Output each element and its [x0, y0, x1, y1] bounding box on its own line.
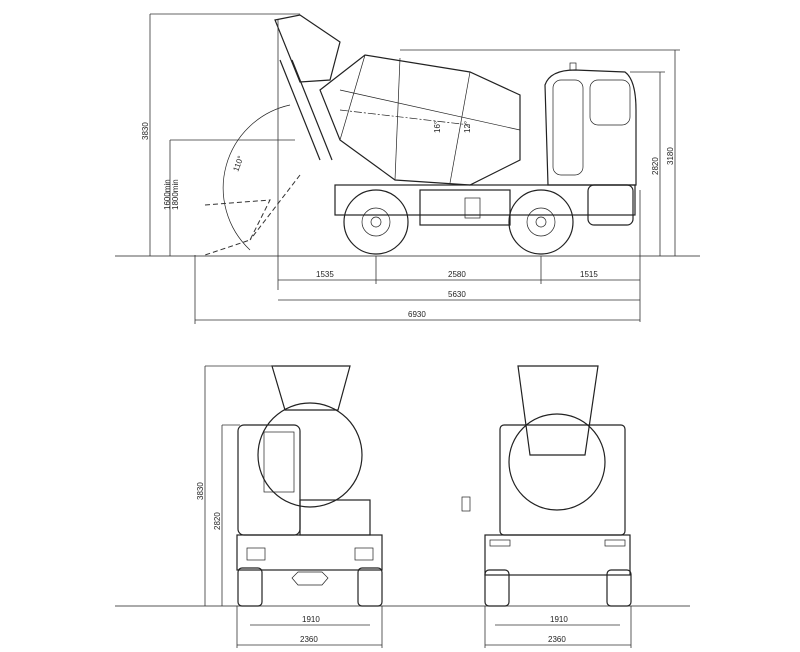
hopper-rear: [271, 365, 351, 411]
dim-3180: 3180: [666, 147, 675, 165]
dim-1515: 1515: [580, 270, 598, 279]
dim-6930: 6930: [408, 310, 426, 319]
dim-5630: 5630: [448, 290, 466, 299]
hopper-front: [517, 365, 599, 456]
dim-1535: 1535: [316, 270, 334, 279]
rear-view: 3830 2820 1910 2360: [196, 365, 383, 648]
hopper: [274, 14, 341, 83]
angle-110: 110°: [231, 155, 245, 173]
angle-12: 12°: [463, 121, 472, 133]
front-wheel: [508, 189, 574, 255]
drum-front: [508, 413, 606, 511]
angle-16: 16°: [433, 121, 442, 133]
dim-2820-side: 2820: [651, 157, 660, 175]
dim-3830-side: 3830: [141, 122, 150, 140]
dim-1800min: 1800min: [171, 179, 180, 210]
chute-lowered: [204, 199, 271, 256]
chassis-frame: [334, 184, 636, 216]
dim-1910-front: 1910: [550, 615, 568, 624]
mixer-drum: [319, 54, 521, 186]
front-view: 1910 2360: [461, 365, 632, 648]
dim-2820-rear: 2820: [213, 512, 222, 530]
cab-rear: [237, 424, 301, 536]
dim-1910-rear: 1910: [302, 615, 320, 624]
cab: [544, 69, 637, 186]
dim-1600min: 1600min: [163, 179, 172, 210]
chute-swing-arc: [222, 104, 291, 251]
drum-rear: [257, 402, 363, 508]
side-view: 3830 1600min 1800min 110° 16° 12° 2820 3…: [141, 13, 680, 324]
dim-3830-rear: 3830: [196, 482, 205, 500]
dim-2360-front: 2360: [548, 635, 566, 644]
rear-wheel: [343, 189, 409, 255]
dim-2360-rear: 2360: [300, 635, 318, 644]
dim-2580: 2580: [448, 270, 466, 279]
